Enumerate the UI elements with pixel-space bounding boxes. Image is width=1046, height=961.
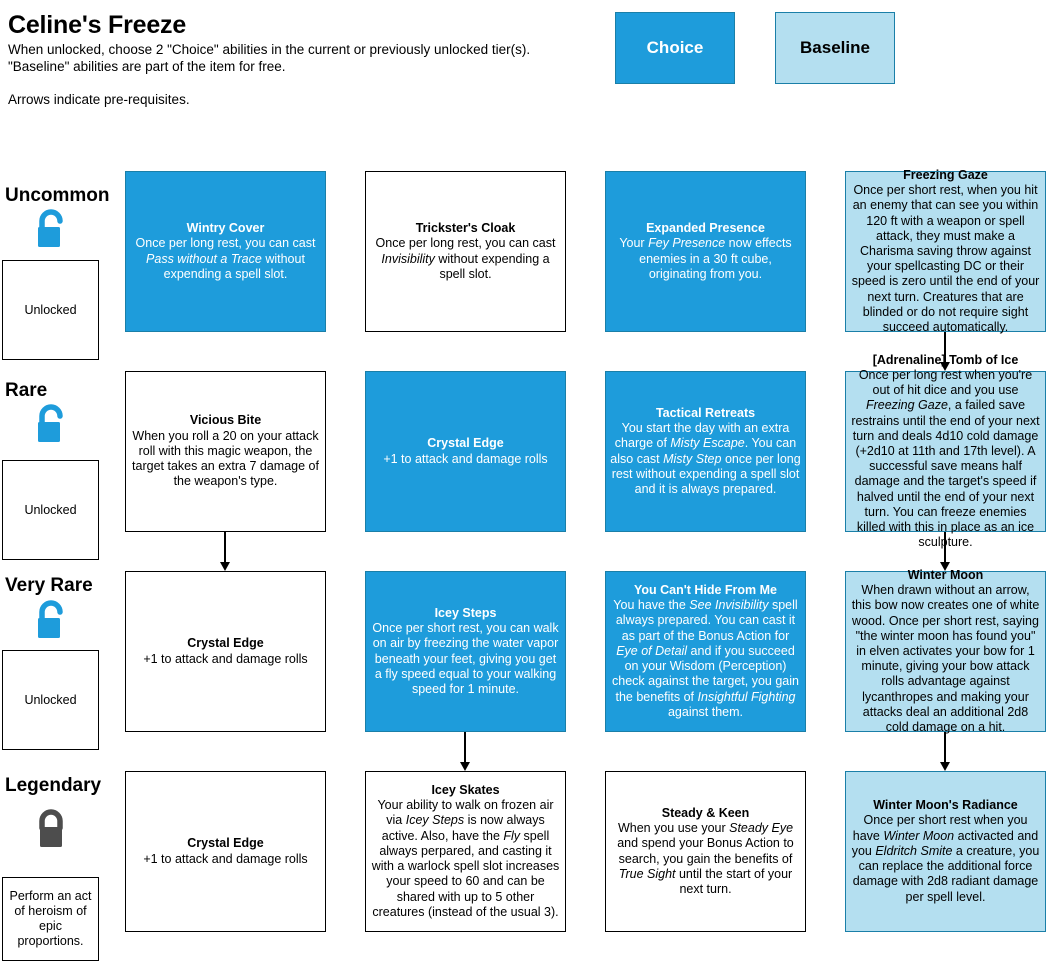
card-title: Trickster's Cloak [415,221,516,236]
ability-card-you-cant-hide-from-me[interactable]: You Can't Hide From Me You have the See … [605,571,806,732]
unlock-icon [33,208,69,250]
card-title: Crystal Edge [187,836,264,851]
header-block: Celine's Freeze When unlocked, choose 2 … [8,10,608,109]
legend-choice-swatch: Choice [615,12,735,84]
card-body: You have the See Invisibility spell alwa… [612,598,799,719]
card-title: Wintry Cover [186,221,265,236]
ability-card-tactical-retreats[interactable]: Tactical Retreats You start the day with… [605,371,806,532]
card-body: When you roll a 20 on your attack roll w… [132,428,319,489]
ability-card-freezing-gaze[interactable]: Freezing Gaze Once per short rest, when … [845,167,1046,334]
tier-status-text: Unlocked [24,502,77,517]
ability-card-icey-steps[interactable]: Icey Steps Once per short rest, you can … [365,571,566,732]
ability-card-tomb-of-ice[interactable]: [Adrenaline] Tomb of Ice Once per long r… [845,353,1046,549]
card-body: Once per long rest, you can cast Invisib… [375,236,556,281]
card-body: Your ability to walk on frozen air via I… [371,798,560,919]
header-note: Arrows indicate pre-requisites. [8,92,190,107]
ability-card-vicious-bite[interactable]: Vicious Bite When you roll a 20 on your … [125,371,326,532]
card-title: Steady & Keen [661,805,750,820]
ability-card-expanded-presence[interactable]: Expanded Presence Your Fey Presence now … [605,171,806,332]
tier-status-uncommon: Unlocked [2,260,99,360]
card-title: Icey Skates [431,783,500,798]
card-body: Once per long rest, you can cast Pass wi… [135,236,316,281]
card-title: You Can't Hide From Me [633,583,778,598]
tier-status-text: Perform an act of heroism of epic propor… [9,889,92,948]
ability-card-winter-moons-radiance[interactable]: Winter Moon's Radiance Once per short re… [845,771,1046,932]
tier-status-rare: Unlocked [2,460,99,560]
ability-card-crystal-edge-very-rare[interactable]: Crystal Edge +1 to attack and damage rol… [125,571,326,732]
header-description-line-1: When unlocked, choose 2 "Choice" abiliti… [8,42,531,57]
card-title: Vicious Bite [189,413,262,428]
card-title: Winter Moon's Radiance [873,798,1018,813]
card-body: You start the day with an extra charge o… [610,421,801,496]
legend-choice-label: Choice [646,38,704,57]
card-title: Winter Moon [907,567,984,582]
unlock-icon [33,599,69,641]
tier-label-legendary: Legendary [5,775,102,796]
tier-status-very-rare: Unlocked [2,650,99,750]
card-body: +1 to attack and damage rolls [383,451,548,466]
tier-status-legendary: Perform an act of heroism of epic propor… [2,877,99,961]
card-body: When you use your Steady Eye and spend y… [617,821,794,896]
tier-status-text: Unlocked [24,692,77,707]
card-body: When drawn without an arrow, this bow no… [851,583,1040,734]
card-body: Once per short rest, when you hit an ene… [851,183,1040,334]
legend-baseline-label: Baseline [800,38,870,57]
tier-label-uncommon: Uncommon [5,185,110,206]
tier-status-text: Unlocked [24,302,77,317]
header-description-line-2: "Baseline" abilities are part of the ite… [8,58,286,74]
legend-baseline-swatch: Baseline [775,12,895,84]
lock-icon [33,808,69,850]
unlock-icon [33,403,69,445]
card-body: +1 to attack and damage rolls [143,851,308,866]
ability-card-crystal-edge-rare[interactable]: Crystal Edge +1 to attack and damage rol… [365,371,566,532]
card-title: Freezing Gaze [903,167,988,182]
ability-card-icey-skates[interactable]: Icey Skates Your ability to walk on froz… [365,771,566,932]
card-body: Your Fey Presence now effects enemies in… [619,236,792,281]
page-title: Celine's Freeze [8,11,187,39]
card-title: Crystal Edge [187,636,264,651]
card-title: Crystal Edge [427,436,504,451]
card-title: Expanded Presence [646,221,765,236]
card-body: Once per short rest, you can walk on air… [372,621,559,696]
card-body: +1 to attack and damage rolls [143,651,308,666]
ability-card-crystal-edge-legendary[interactable]: Crystal Edge +1 to attack and damage rol… [125,771,326,932]
card-title: Tactical Retreats [655,405,756,420]
ability-card-winter-moon[interactable]: Winter Moon When drawn without an arrow,… [845,567,1046,734]
ability-card-steady-and-keen[interactable]: Steady & Keen When you use your Steady E… [605,771,806,932]
ability-card-wintry-cover[interactable]: Wintry Cover Once per long rest, you can… [125,171,326,332]
card-body: Once per long rest when you're out of hi… [851,367,1040,549]
ability-card-tricksters-cloak[interactable]: Trickster's Cloak Once per long rest, yo… [365,171,566,332]
card-title: Icey Steps [434,605,497,620]
tier-label-rare: Rare [5,380,48,401]
card-body: Once per short rest when you have Winter… [851,813,1040,904]
tier-label-very-rare: Very Rare [5,575,93,596]
